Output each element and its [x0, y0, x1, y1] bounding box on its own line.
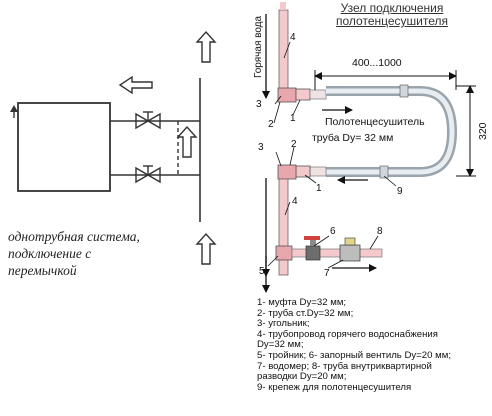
- callout-2-bottom: 2: [291, 139, 297, 150]
- water-meter-icon: [339, 237, 361, 262]
- lower-coupling: [295, 165, 311, 178]
- callout-4-bottom: 4: [292, 196, 298, 207]
- callout-9: 9: [397, 186, 403, 197]
- branch-pipe: [291, 248, 383, 258]
- pipe-label: труба Dy= 32 мм: [312, 132, 393, 144]
- caption-line-1: однотрубная система,: [8, 229, 140, 244]
- upper-elbow: [277, 87, 297, 103]
- callout-1-bottom: 1: [316, 183, 322, 194]
- callout-3-bottom: 3: [258, 142, 264, 153]
- callout-6: 6: [330, 226, 336, 237]
- title-line-1: Узел подключения: [340, 1, 444, 15]
- lower-elbow: [277, 164, 297, 180]
- upper-coupling: [295, 88, 311, 101]
- legend-item: 9- крепеж для полотенцесушителя: [257, 381, 412, 393]
- title-line-2: полотенцесушителя: [336, 14, 448, 28]
- caption-line-3: перемычкой: [8, 263, 77, 278]
- bracket-bottom-icon: [379, 165, 389, 179]
- legend-item: 3- угольник;: [257, 318, 310, 330]
- legend-item: 2- труба ст.Dy=32 мм;: [257, 307, 354, 319]
- left-schematic: [10, 30, 217, 265]
- dim-height: [456, 85, 476, 177]
- dim-width: [314, 70, 457, 90]
- hot-water-label: Горячая вода: [253, 15, 264, 78]
- dim-width-label: 400...1000: [352, 57, 402, 69]
- flow-arrow-up-top: [195, 30, 217, 63]
- callout-3-top: 3: [256, 99, 262, 110]
- towel-dryer-label: Полотенцесушитель: [325, 116, 425, 128]
- caption-line-2: подключение с: [8, 246, 92, 261]
- legend-item: 4- трубопровод горячего водоснабжения: [257, 328, 438, 340]
- vent-up-arrow: [10, 105, 18, 118]
- flow-arrow-left-top: [118, 75, 153, 95]
- legend-item: Dy=32 мм;: [257, 339, 304, 351]
- callout-7: 7: [324, 268, 330, 279]
- legend: 1- муфта Dy=32 мм; 2- труба ст.Dy=32 мм;…: [257, 297, 489, 393]
- riser-pipe-bottom: [278, 178, 289, 276]
- legend-item: 7- водомер; 8- труба внутриквартирной: [257, 360, 432, 372]
- valve-lower-icon: [135, 165, 161, 184]
- dim-height-label: 320: [477, 122, 489, 140]
- boiler-box: [17, 102, 111, 192]
- flow-arrow-up-middle: [176, 125, 198, 158]
- bracket-top-icon: [399, 84, 409, 98]
- tee-fitting: [275, 245, 293, 261]
- shutoff-valve-icon: [304, 236, 321, 261]
- callout-2-top: 2: [268, 119, 274, 130]
- page-title: Узел подключения полотенцесушителя: [296, 2, 488, 28]
- callout-4-top: 4: [290, 32, 296, 43]
- caption: однотрубная система, подключение с перем…: [8, 228, 198, 279]
- flow-arrow-up-bottom: [195, 232, 217, 265]
- legend-item: разводки Dy=20 мм;: [257, 371, 347, 383]
- callout-1-top: 1: [290, 113, 296, 124]
- valve-upper-icon: [135, 111, 161, 130]
- legend-item: 5- тройник; 6- запорный вентиль Dy=20 мм…: [257, 349, 451, 361]
- right-diagram: 4 3 2 1 3 2 1 4 5 6 7 8 9 Горячая вода 4…: [253, 2, 489, 293]
- legend-item: 1- муфта Dy=32 мм;: [257, 297, 347, 308]
- callout-5: 5: [259, 266, 265, 277]
- callout-8: 8: [377, 226, 383, 237]
